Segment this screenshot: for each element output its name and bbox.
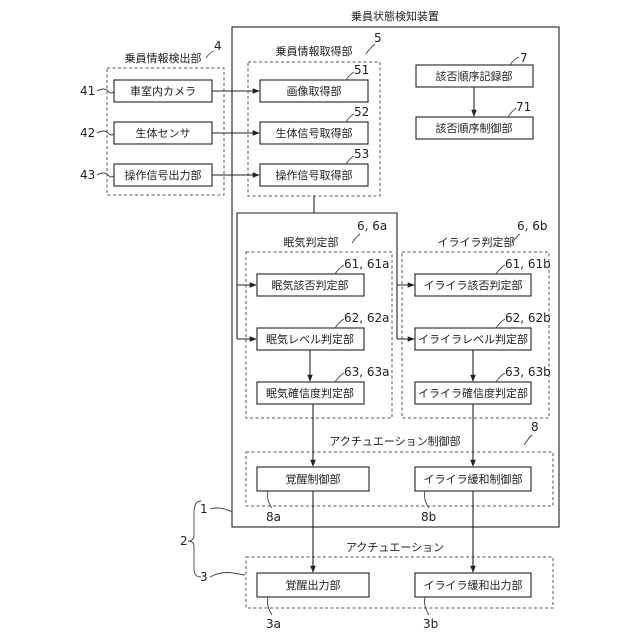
drowsiness-presence-label: 眠気該否判定部 xyxy=(272,278,349,292)
detector-title: 乗員情報検出部 xyxy=(125,51,202,65)
actuation-ref-leader xyxy=(210,573,245,578)
biosensor-ref: 42 xyxy=(80,126,95,140)
system-ref: 2 xyxy=(180,534,188,548)
drowsiness-confidence-label: 眠気確信度判定部 xyxy=(266,386,354,400)
drowsiness-level-leader xyxy=(335,319,344,328)
drowsiness-presence-leader xyxy=(335,265,344,274)
order-record-ref: 7 xyxy=(520,51,528,65)
operation-output-ref: 43 xyxy=(80,168,95,182)
device-ref: 1 xyxy=(200,502,208,516)
irritation-confidence-leader xyxy=(496,373,505,382)
camera-label: 車室内カメラ xyxy=(130,84,196,98)
irritation-title: イライラ判定部 xyxy=(438,235,515,249)
awakening-output-label: 覚醒出力部 xyxy=(286,578,341,592)
operation-acquire-ref: 53 xyxy=(354,147,369,161)
actuation-title: アクチュエーション xyxy=(346,541,444,554)
irritation-level-leader xyxy=(496,319,505,328)
camera-ref: 41 xyxy=(80,84,95,98)
awakening-control-label: 覚醒制御部 xyxy=(286,472,341,486)
operation-output-ref-leader xyxy=(97,173,114,177)
irritation-relief-control-leader xyxy=(425,491,430,508)
operation-acquire-leader xyxy=(346,156,354,164)
drowsiness-confidence-ref: 63, 63a xyxy=(344,365,390,379)
image-acquire-label: 画像取得部 xyxy=(287,84,342,98)
drowsiness-title: 眠気判定部 xyxy=(284,235,339,249)
order-control-label: 該否順序制御部 xyxy=(436,121,513,135)
order-record-leader xyxy=(510,57,519,65)
biosignal-acquire-ref: 52 xyxy=(354,105,369,119)
acquirer-ref: 5 xyxy=(374,31,382,45)
irritation-level-label: イライラレベル判定部 xyxy=(418,332,528,346)
image-acquire-leader xyxy=(346,72,354,80)
biosignal-acquire-leader xyxy=(346,114,354,122)
order-control-leader xyxy=(508,108,516,117)
camera-ref-leader xyxy=(97,89,114,93)
drowsiness-leader xyxy=(352,234,360,243)
irritation-confidence-label: イライラ確信度判定部 xyxy=(418,386,528,400)
drowsiness-level-ref: 62, 62a xyxy=(344,311,390,325)
image-acquire-ref: 51 xyxy=(354,63,369,77)
acquirer-leader xyxy=(366,44,375,54)
awakening-control-ref: 8a xyxy=(266,510,281,524)
detector-ref: 4 xyxy=(214,39,222,53)
drowsiness-confidence-leader xyxy=(335,373,344,382)
actuation-ref: 3 xyxy=(200,570,208,584)
biosignal-acquire-label: 生体信号取得部 xyxy=(276,126,353,140)
irritation-relief-output-label: イライラ緩和出力部 xyxy=(424,578,523,592)
order-control-ref: 71 xyxy=(516,100,531,114)
irritation-presence-leader xyxy=(496,265,505,274)
device-ref-leader xyxy=(210,508,232,512)
irritation-relief-output-ref: 3b xyxy=(423,617,438,631)
actuation-control-leader xyxy=(524,435,532,445)
operation-acquire-label: 操作信号取得部 xyxy=(276,168,353,182)
biosensor-label: 生体センサ xyxy=(136,126,191,140)
awakening-output-leader xyxy=(268,597,273,615)
actuation-control-title: アクチュエーション制御部 xyxy=(329,434,460,448)
detector-leader xyxy=(206,51,214,58)
irritation-confidence-ref: 63, 63b xyxy=(505,365,551,379)
irritation-ref: 6, 6b xyxy=(517,219,548,233)
acquirer-bus-left xyxy=(237,196,314,339)
actuation-control-ref: 8 xyxy=(531,420,539,434)
drowsiness-level-label: 眠気レベル判定部 xyxy=(266,332,354,346)
drowsiness-ref: 6, 6a xyxy=(357,219,387,233)
awakening-control-leader xyxy=(268,491,273,508)
drowsiness-presence-ref: 61, 61a xyxy=(344,257,390,271)
irritation-presence-ref: 61, 61b xyxy=(505,257,551,271)
biosensor-ref-leader xyxy=(97,131,114,135)
irritation-presence-label: イライラ該否判定部 xyxy=(424,278,523,292)
awakening-output-ref: 3a xyxy=(266,617,281,631)
irritation-relief-control-label: イライラ緩和制御部 xyxy=(424,472,523,486)
device-title: 乗員状態検知装置 xyxy=(351,9,439,23)
irritation-relief-output-leader xyxy=(425,597,430,615)
acquirer-title: 乗員情報取得部 xyxy=(276,44,353,58)
irritation-level-ref: 62, 62b xyxy=(505,311,551,325)
irritation-relief-control-ref: 8b xyxy=(421,510,436,524)
operation-output-label: 操作信号出力部 xyxy=(125,168,202,182)
order-record-label: 該否順序記録部 xyxy=(436,69,513,83)
